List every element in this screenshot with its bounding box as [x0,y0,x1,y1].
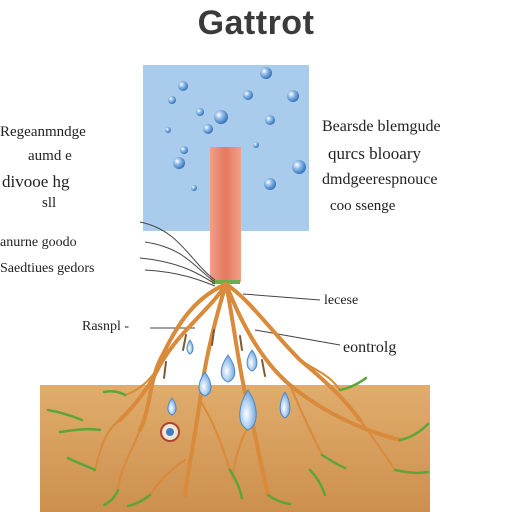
sensor-probe-icon [160,422,180,442]
diagram-title: Gattrot [197,4,315,42]
right-label: lecese [324,293,359,308]
right-label: Bearsde blemgude [322,118,441,135]
left-label: divooe hg [2,172,70,191]
left-label: anurne goodo [0,235,77,250]
left-label: Saedtiues gedors [0,261,95,276]
water-bubbles [165,67,306,191]
left-label: Rasnpl - [82,319,130,334]
left-label: sll [42,195,57,211]
left-label: aumd e [28,148,72,164]
secondary-roots [94,359,396,496]
right-label: coo ssenge [330,198,396,214]
green-rootlets [46,376,430,508]
left-label: Regeanmndge [0,124,86,140]
label-leader-lines [139,221,341,346]
water-droplet-icon [167,339,291,431]
root-hairs [163,329,266,379]
stem [210,147,241,282]
soil-block [40,385,430,512]
right-label: dmdgeerespnouce [322,171,438,188]
right-label: eontrolg [343,339,397,356]
right-label: qurcs blooary [328,144,422,163]
